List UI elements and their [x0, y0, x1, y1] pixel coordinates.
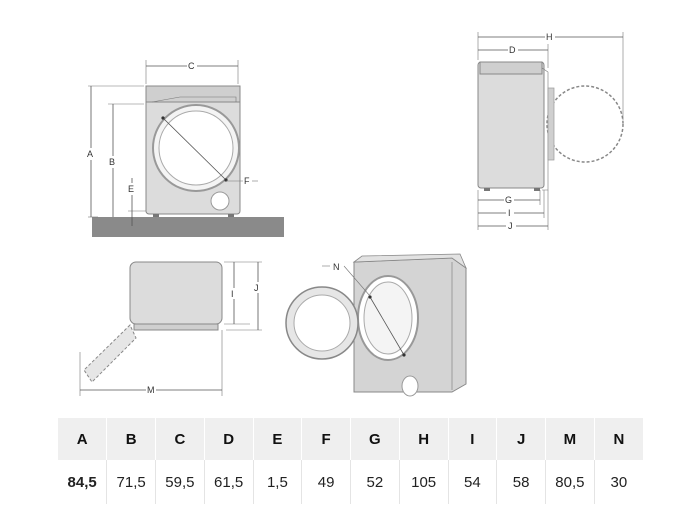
table-cell: 58: [496, 460, 546, 504]
washer-front-top: [145, 85, 241, 103]
label-e: E: [128, 184, 134, 194]
label-f: F: [244, 176, 250, 186]
table-header: F: [301, 418, 351, 460]
table-cell: 105: [399, 460, 449, 504]
table-cell: 1,5: [253, 460, 303, 504]
table-header-row: A B C D E F G H I J M N: [58, 418, 643, 460]
table-header: J: [496, 418, 546, 460]
label-m: M: [147, 385, 155, 395]
table-value-row: 84,5 71,5 59,5 61,5 1,5 49 52 105 54 58 …: [58, 460, 643, 504]
front-view: F C A B E: [86, 60, 284, 237]
label-i-side: I: [508, 208, 511, 218]
washer-side-body: [477, 61, 545, 189]
table-header: B: [106, 418, 156, 460]
filter-cover: [210, 191, 230, 211]
label-c: C: [188, 61, 195, 71]
table-cell: 80,5: [545, 460, 595, 504]
table-cell: 84,5: [58, 460, 108, 504]
side-view: H D G I J: [477, 31, 624, 231]
table-header: E: [253, 418, 303, 460]
label-b: B: [109, 157, 115, 167]
floor: [92, 217, 284, 237]
door-glass: [158, 110, 234, 186]
label-i-plan: I: [231, 289, 234, 299]
label-g-side: G: [505, 195, 512, 205]
washer-plan-body: [129, 261, 223, 325]
label-j-side: J: [508, 221, 513, 231]
table-cell: 71,5: [106, 460, 156, 504]
table-header: G: [350, 418, 400, 460]
table-cell: 54: [448, 460, 498, 504]
table-header: A: [58, 418, 108, 460]
dimensions-table: A B C D E F G H I J M N 84,5 71,5 59,5 6…: [58, 418, 643, 504]
label-j-plan: J: [254, 283, 259, 293]
open-door-outline: [546, 85, 624, 163]
table-cell: 49: [301, 460, 351, 504]
table-header: D: [204, 418, 254, 460]
dimension-diagram: F C A B E H: [79, 31, 624, 397]
table-header: H: [399, 418, 449, 460]
table-cell: 59,5: [155, 460, 205, 504]
label-n: N: [333, 262, 340, 272]
table-header: M: [545, 418, 595, 460]
table-header: N: [594, 418, 643, 460]
table-header: C: [155, 418, 205, 460]
table-cell: 52: [350, 460, 400, 504]
table-cell: 61,5: [204, 460, 254, 504]
table-header: I: [448, 418, 498, 460]
open-door-view: N: [285, 253, 467, 397]
plan-view: M I J: [79, 261, 263, 396]
label-h: H: [546, 32, 553, 42]
label-d: D: [509, 45, 516, 55]
label-a: A: [87, 149, 93, 159]
table-cell: 30: [610, 473, 628, 491]
